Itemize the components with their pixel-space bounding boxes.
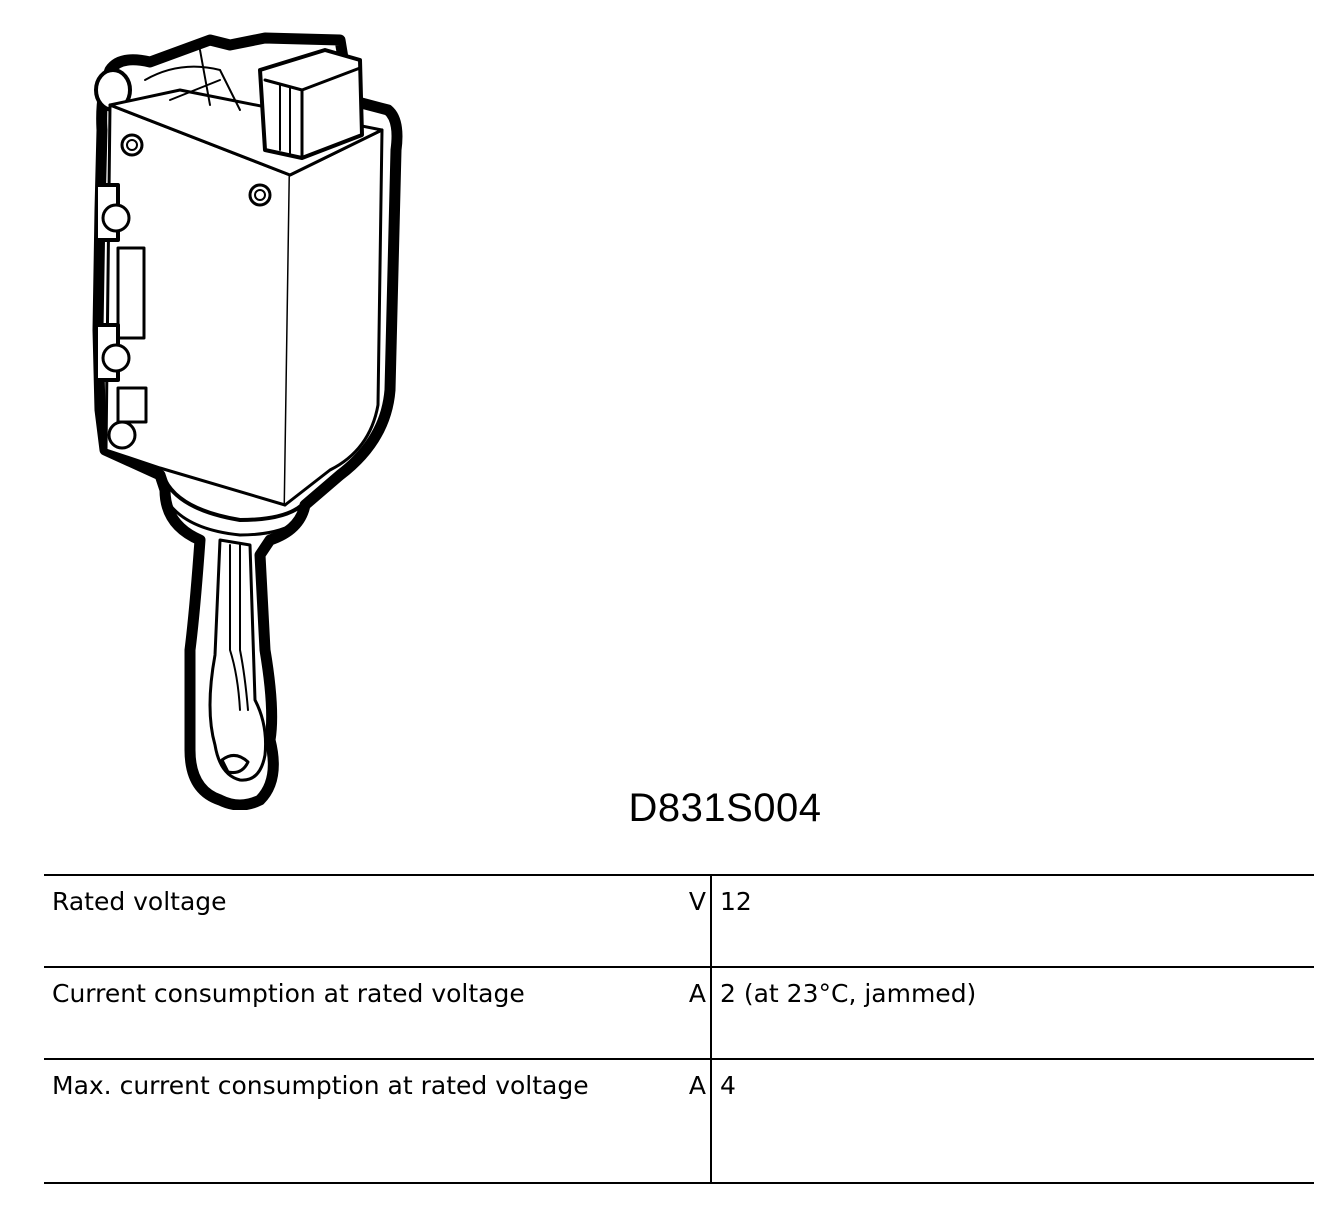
spec-value: 2 (at 23°C, jammed): [720, 979, 977, 1008]
table-row: Current consumption at rated voltage A 2…: [44, 966, 1314, 1058]
spec-label: Current consumption at rated voltage: [52, 979, 525, 1008]
spec-table: Rated voltage V 12 Current consumption a…: [44, 874, 1314, 1184]
spec-value: 4: [720, 1071, 736, 1100]
spec-label: Rated voltage: [52, 887, 227, 916]
figure-code: D831S004: [628, 786, 822, 830]
column-divider: [710, 1060, 712, 1182]
spec-unit: A: [688, 1071, 706, 1100]
column-divider: [710, 968, 712, 1058]
spec-label: Max. current consumption at rated voltag…: [52, 1071, 589, 1100]
spec-unit: A: [688, 979, 706, 1008]
table-row: Rated voltage V 12: [44, 874, 1314, 966]
table-row: Max. current consumption at rated voltag…: [44, 1058, 1314, 1184]
spec-unit: V: [688, 887, 706, 916]
actuator-illustration: [70, 10, 430, 811]
column-divider: [710, 876, 712, 966]
spec-value: 12: [720, 887, 752, 916]
actuator-drawing: [92, 32, 403, 811]
